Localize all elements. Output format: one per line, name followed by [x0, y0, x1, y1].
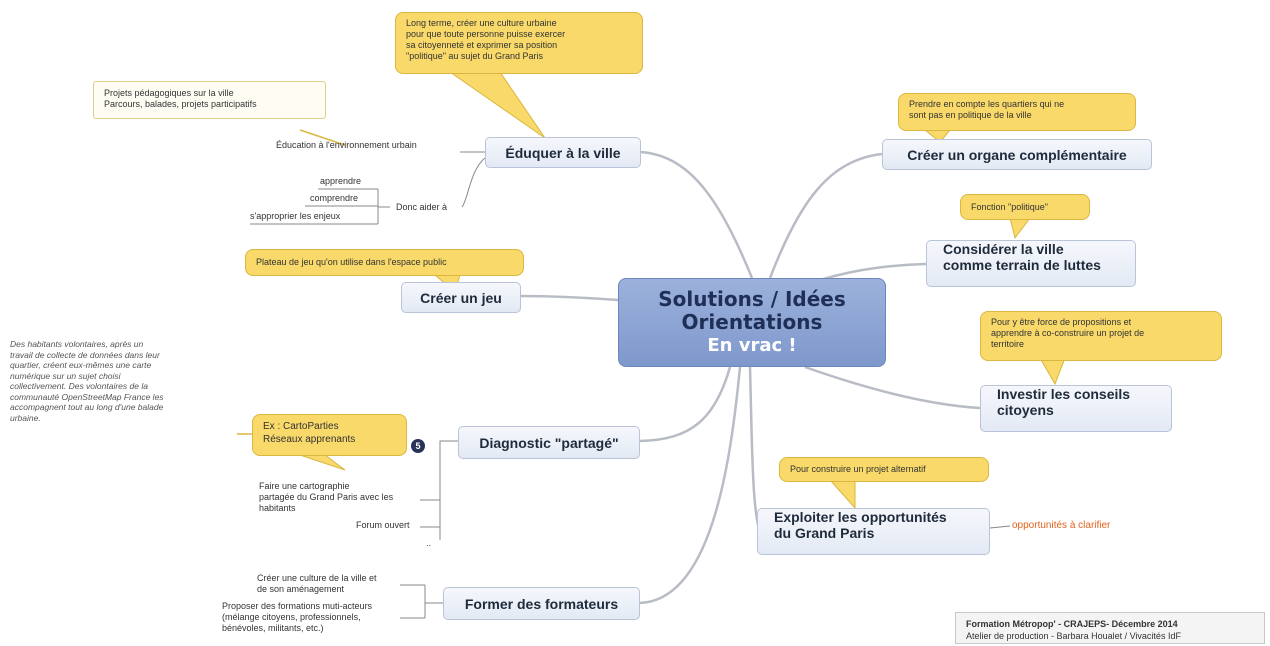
- central-title-line1: Solutions / Idées: [658, 287, 846, 311]
- label-creer-culture-line2: de son aménagement: [257, 584, 345, 594]
- callout-investir-line3: territoire: [991, 339, 1025, 349]
- link-organe: [768, 152, 883, 279]
- callout-organe-line2: sont pas en politique de la ville: [909, 110, 1032, 120]
- central-topic[interactable]: Solutions / Idées Orientations En vrac !: [618, 278, 886, 367]
- note-habitants-line1: Des habitants volontaires, après un: [10, 339, 144, 349]
- label-creer-culture-line1: Créer une culture de la ville et: [257, 573, 377, 583]
- callout-investir: Pour y être force de propositions et app…: [980, 311, 1222, 361]
- callout-investir-line1: Pour y être force de propositions et: [991, 317, 1132, 327]
- node-former[interactable]: Former des formateurs: [443, 587, 640, 620]
- node-diagnostic[interactable]: Diagnostic "partagé": [458, 426, 640, 459]
- label-forum[interactable]: Forum ouvert: [356, 520, 410, 530]
- link-jeu: [519, 294, 619, 302]
- note-projets-line1: Projets pédagogiques sur la ville: [104, 88, 234, 98]
- node-investir-line1: Investir les conseils: [997, 386, 1131, 402]
- link-considerer: [819, 262, 927, 282]
- callout-jeu: Plateau de jeu qu'on utilise dans l'espa…: [245, 249, 524, 276]
- node-considerer-line1: Considérer la ville: [943, 241, 1064, 257]
- link-exploiter: [748, 366, 762, 533]
- note-habitants-line2: travail de collecte de données dans leur: [10, 349, 160, 360]
- node-eduquer[interactable]: Éduquer à la ville: [485, 137, 641, 168]
- footer-line1: Formation Métropop' - CRAJEPS- Décembre …: [966, 619, 1178, 629]
- label-faire-carto-line2: partagée du Grand Paris avec les: [259, 492, 394, 502]
- node-organe[interactable]: Créer un organe complémentaire: [882, 139, 1152, 170]
- note-habitants: Des habitants volontaires, après un trav…: [10, 339, 240, 423]
- node-creer-jeu[interactable]: Créer un jeu: [401, 282, 521, 313]
- callout-investir-line2: apprendre à co-construire un projet de: [991, 328, 1145, 338]
- label-faire-carto-line1: Faire une cartographie: [259, 481, 350, 491]
- pointer-exploiter: [828, 479, 856, 510]
- label-education[interactable]: Éducation à l'environnement urbain: [276, 140, 417, 150]
- pointer-considerer: [1009, 217, 1031, 240]
- pointer-eduquer: [448, 71, 546, 139]
- node-investir[interactable]: Investir les conseils citoyens: [980, 385, 1172, 432]
- node-exploiter-line1: Exploiter les opportunités: [774, 509, 947, 525]
- label-opportunites[interactable]: opportunités à clarifier: [1012, 520, 1111, 531]
- note-projets: Projets pédagogiques sur la ville Parcou…: [93, 81, 326, 119]
- callout-eduquer-line3: sa citoyenneté et exprimer sa position: [406, 40, 558, 50]
- link-investir: [804, 365, 981, 410]
- callout-diagnostic: Ex : CartoParties Réseaux apprenants: [252, 414, 407, 456]
- pointer-investir: [1039, 357, 1066, 386]
- note-habitants-line7: accompagnent tout au long d'une balade: [10, 402, 164, 412]
- label-creer-culture[interactable]: Créer une culture de la ville et de son …: [257, 573, 377, 595]
- label-sapproprier[interactable]: s'approprier les enjeux: [250, 211, 341, 221]
- label-faire-carto-line3: habitants: [259, 503, 296, 513]
- central-title-line3: En vrac !: [707, 335, 797, 356]
- central-title-line2: Orientations: [681, 310, 823, 334]
- note-habitants-line6: communauté OpenStreetMap France les: [10, 391, 164, 402]
- node-investir-line2: citoyens: [997, 402, 1054, 418]
- callout-diagnostic-line1: Ex : CartoParties: [263, 421, 339, 432]
- label-apprendre[interactable]: apprendre: [320, 176, 362, 186]
- node-exploiter-line2: du Grand Paris: [774, 525, 875, 541]
- label-proposer-line1: Proposer des formations muti-acteurs: [222, 601, 373, 611]
- node-considerer-line2: comme terrain de luttes: [943, 257, 1101, 273]
- note-habitants-line4: numérique sur un sujet choisi: [10, 370, 121, 381]
- note-habitants-line3: quartier, créent eux-mêmes une carte: [10, 360, 152, 370]
- note-habitants-line5: collectivement. Des volontaires de la: [10, 381, 148, 391]
- callout-eduquer-line1: Long terme, créer une culture urbaine: [406, 18, 557, 28]
- pointer-diagnostic: [299, 454, 346, 471]
- label-proposer-line3: bénévoles, militants, etc.): [222, 623, 324, 633]
- label-proposer[interactable]: Proposer des formations muti-acteurs (mé…: [222, 601, 372, 634]
- footer-line2: Atelier de production - Barbara Houalet …: [966, 631, 1181, 641]
- link-eduquer: [639, 150, 754, 279]
- label-proposer-line2: (mélange citoyens, professionnels,: [222, 612, 361, 622]
- note-projets-line2: Parcours, balades, projets participatifs: [104, 99, 257, 109]
- node-exploiter[interactable]: Exploiter les opportunités du Grand Pari…: [757, 508, 990, 555]
- label-donc-aider[interactable]: Donc aider à: [396, 202, 448, 212]
- label-comprendre[interactable]: comprendre: [310, 193, 359, 203]
- link-diagnostic: [639, 366, 732, 443]
- callout-exploiter: Pour construire un projet alternatif: [779, 457, 989, 482]
- link-diag-children: [439, 440, 458, 540]
- label-ellipsis[interactable]: ..: [426, 538, 432, 548]
- callout-organe: Prendre en compte les quartiers qui ne s…: [898, 93, 1136, 131]
- callout-eduquer-line4: "politique" au sujet du Grand Paris: [406, 51, 543, 61]
- count-badge[interactable]: 5: [411, 439, 425, 453]
- node-considerer[interactable]: Considérer la ville comme terrain de lut…: [926, 240, 1136, 287]
- callout-eduquer: Long terme, créer une culture urbaine po…: [395, 12, 643, 74]
- note-habitants-line8: urbaine.: [10, 412, 41, 423]
- footer-credits: Formation Métropop' - CRAJEPS- Décembre …: [955, 612, 1265, 644]
- label-faire-carto[interactable]: Faire une cartographie partagée du Grand…: [259, 481, 429, 514]
- callout-considerer: Fonction "politique": [960, 194, 1090, 220]
- callout-eduquer-line2: pour que toute personne puisse exercer: [406, 29, 566, 39]
- link-former: [639, 366, 742, 605]
- link-donc: [461, 157, 486, 208]
- callout-organe-line1: Prendre en compte les quartiers qui ne: [909, 99, 1065, 109]
- link-exploiter-note: [989, 525, 1011, 529]
- callout-diagnostic-line2: Réseaux apprenants: [263, 434, 356, 445]
